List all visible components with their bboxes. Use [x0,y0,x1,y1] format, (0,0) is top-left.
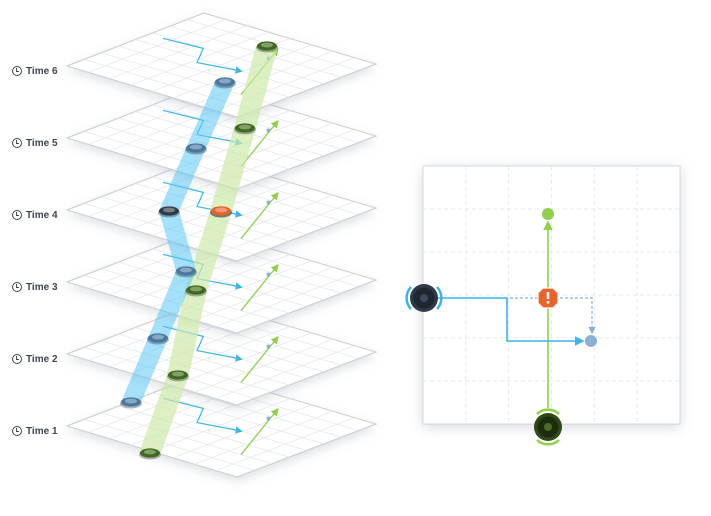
robot-body [186,285,206,295]
robot-icon [534,408,562,446]
robot-body [168,370,188,380]
robot-highlight [180,267,192,273]
time-label: Time 5 [12,135,58,151]
blue-goal-dot [266,272,271,277]
robot-highlight [163,207,175,213]
grid-line [152,32,324,85]
robot-body [257,41,277,51]
blue-goal-dot [266,344,271,349]
robot-highlight [190,144,202,150]
robot-body [186,143,206,153]
robot-body [121,397,141,407]
clock-icon [12,210,22,220]
robot-highlight [172,371,184,377]
robot-icon [185,285,207,297]
robot-body [148,333,168,343]
clock-icon [12,282,22,292]
time-label-text: Time 4 [26,209,58,221]
robot-highlight [125,398,137,404]
time-label: Time 6 [12,63,58,79]
grid-line [194,338,334,393]
grid-line [169,385,342,438]
robot-body [211,206,231,216]
robot-icon [214,77,236,89]
time-label-text: Time 6 [26,65,58,77]
clock-icon [12,66,22,76]
time-plane-1 [65,372,378,478]
grid-line [215,201,355,255]
time-label: Time 1 [12,423,58,439]
blue-goal-dot [266,128,271,133]
robot-icon [405,284,443,312]
clock-icon [12,426,22,436]
warning-icon [537,287,559,309]
time-label-text: Time 3 [26,281,58,293]
blue-route-line [162,397,243,434]
robot-body [215,77,235,87]
grid-line [169,169,342,222]
blue-planned-dashed-line [510,297,596,335]
robot-icon [256,41,278,53]
green-route-line [240,263,279,311]
overview-panel [405,165,681,446]
green-route-line [240,335,279,383]
grid-line [215,417,355,471]
robot-body [176,266,196,276]
robot-icon [120,397,142,409]
robot-icon [175,266,197,278]
grid-line [194,122,334,177]
robot-body [235,123,255,133]
blue-goal-dot [266,200,271,205]
blue-goal-dot [585,335,597,347]
green-route-line [240,407,279,455]
blue-goal-dot [266,416,271,421]
robot-icon [139,448,161,460]
blue-route-line [162,37,243,74]
time-label-text: Time 1 [26,425,58,437]
robot-icon [158,206,180,218]
grid-line [215,345,355,399]
time-label: Time 3 [12,279,58,295]
trajectory-bands [121,46,278,453]
robot-markers [120,41,278,460]
green-route-line [240,119,279,167]
green-goal-dot [542,208,554,220]
robot-highlight [261,42,273,48]
clock-icon [12,354,22,364]
green-trajectory-band [139,46,278,453]
grid-line [194,266,334,321]
robot-body [140,448,160,458]
robot-icon [234,123,256,135]
grid-line [152,392,324,445]
green-route-line [240,191,279,239]
robot-highlight [219,78,231,84]
robot-body [159,206,179,216]
blue-trajectory-band [121,82,235,402]
blue-route-line [426,297,585,346]
robot-icon [147,333,169,345]
robot-highlight [215,207,227,213]
robot-highlight [152,334,164,340]
grid-line [215,57,355,111]
robot-icon [185,143,207,155]
grid-line [194,410,334,465]
robot-highlight [144,449,156,455]
robot-highlight [190,286,202,292]
robot-icon [167,370,189,382]
grid-line [215,273,355,327]
time-label: Time 4 [12,207,58,223]
grid-line [151,110,291,164]
robot-icon [210,206,232,218]
grid-line [151,398,291,452]
time-label: Time 2 [12,351,58,367]
clock-icon [12,138,22,148]
robot-highlight [239,124,251,130]
time-label-text: Time 2 [26,353,58,365]
time-label-text: Time 5 [26,137,58,149]
